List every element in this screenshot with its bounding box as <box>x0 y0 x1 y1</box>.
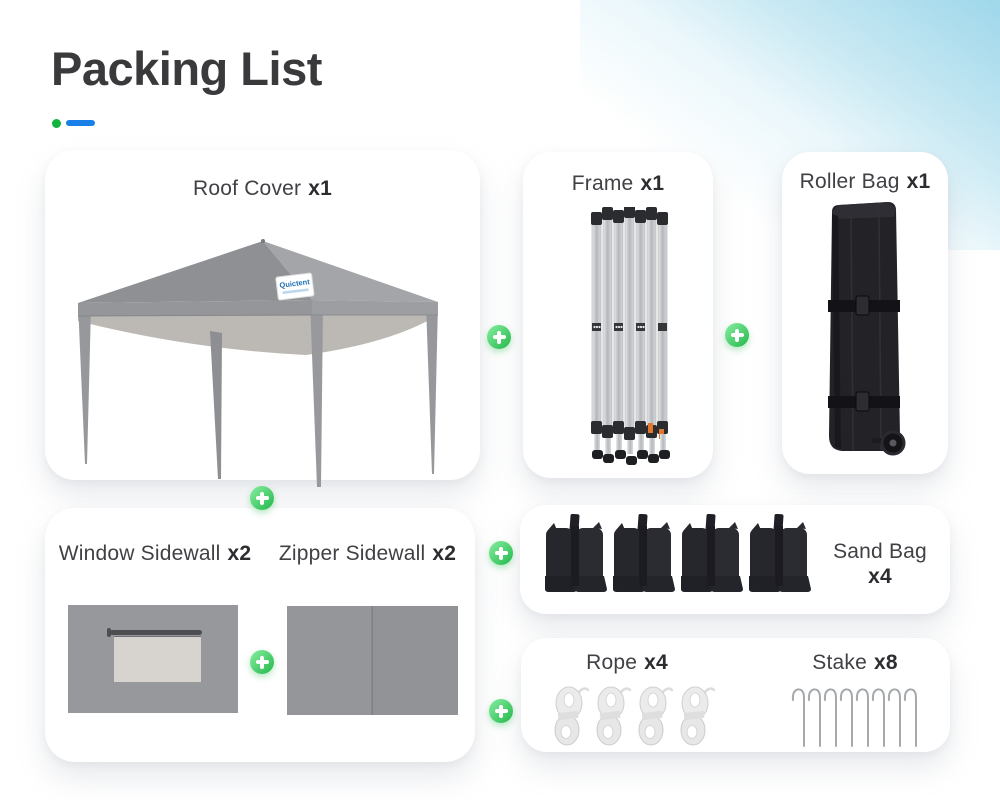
item-name: Sand Bag <box>833 540 927 563</box>
window-pane <box>114 636 201 682</box>
item-name: Roller Bag <box>799 170 900 193</box>
stake-photo <box>791 688 917 747</box>
item-qty: x2 <box>432 542 457 565</box>
roller-bag-photo <box>828 202 906 456</box>
item-qty: x4 <box>644 651 668 674</box>
roof-cover-photo: Quictent <box>77 239 438 487</box>
rope-label: Rope x4 <box>557 651 697 675</box>
title-blue-dash <box>66 120 95 126</box>
item-name: Stake <box>812 651 867 674</box>
stake-label: Stake x8 <box>785 651 925 675</box>
roller-bag-label: Roller Bag x1 <box>782 170 948 194</box>
item-qty: x4 <box>868 565 892 588</box>
plus-icon <box>489 541 513 565</box>
item-qty: x1 <box>906 170 931 193</box>
plus-icon <box>725 323 749 347</box>
plus-icon <box>250 650 274 674</box>
zipper-sidewall-photo <box>287 606 458 715</box>
window-sidewall-photo <box>68 605 238 713</box>
canopy-brand-label: Quictent <box>279 277 311 290</box>
item-name: Roof Cover <box>193 177 302 200</box>
item-qty: x1 <box>308 177 332 200</box>
zipper-strip <box>110 630 202 635</box>
item-qty: x1 <box>640 172 665 195</box>
item-name: Window Sidewall <box>58 542 221 565</box>
frame-photo <box>591 207 670 465</box>
item-name: Zipper Sidewall <box>278 542 426 565</box>
item-name: Rope <box>586 651 638 674</box>
item-name: Frame <box>571 172 634 195</box>
plus-icon <box>250 486 274 510</box>
rope-stake-card <box>521 638 950 752</box>
plus-icon <box>487 325 511 349</box>
item-qty: x8 <box>873 651 898 674</box>
roof-cover-label: Roof Cover x1 <box>45 177 480 201</box>
rope-photo <box>553 685 716 747</box>
window-sidewall-label: Window Sidewall x2 <box>45 542 265 566</box>
page-title: Packing List <box>51 42 322 95</box>
frame-label: Frame x1 <box>523 172 713 196</box>
zipper-pull <box>107 628 111 637</box>
sand-bag-photo <box>545 514 811 592</box>
title-green-dot <box>52 119 61 128</box>
plus-icon <box>489 699 513 723</box>
item-qty: x2 <box>227 542 252 565</box>
zipper-sidewall-label: Zipper Sidewall x2 <box>260 542 475 566</box>
